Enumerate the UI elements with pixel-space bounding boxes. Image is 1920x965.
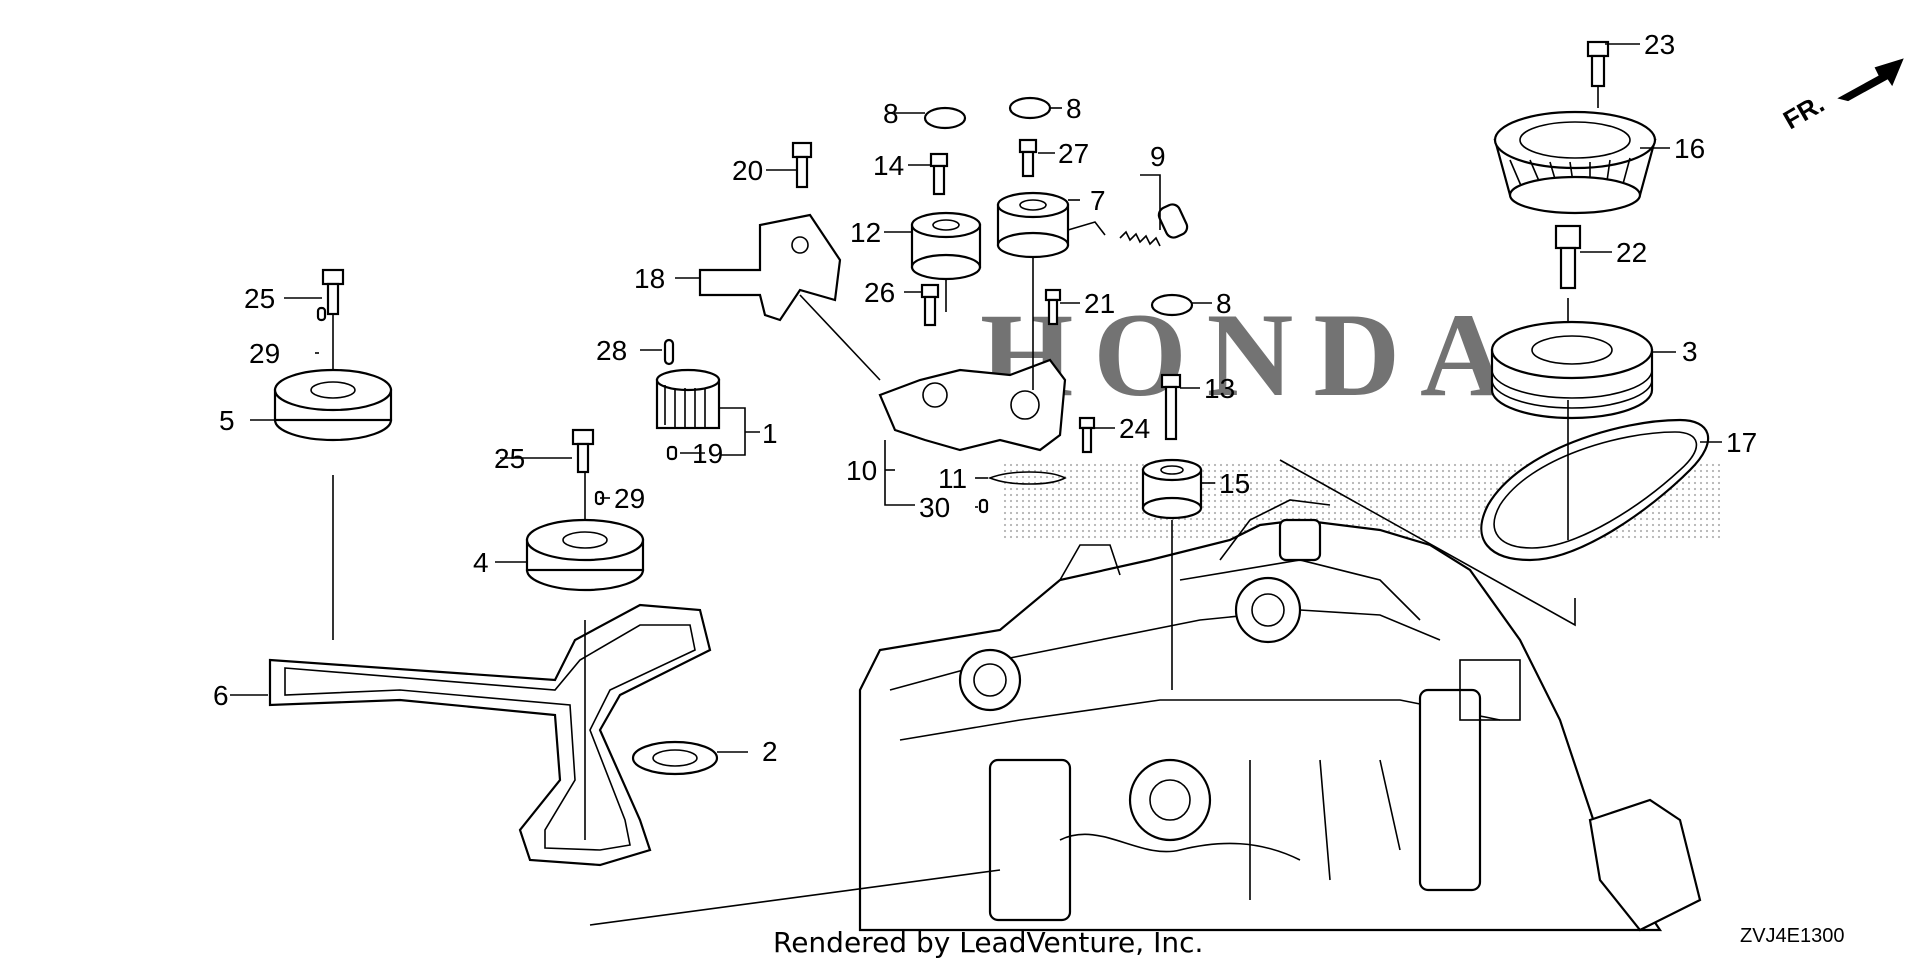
callout-15: 15: [1219, 468, 1250, 499]
callouts: 1 2 3 4 5 6 7 8 8 8 9 10 11 12 13 14 15 …: [213, 29, 1757, 767]
bolt-13: [1160, 373, 1182, 441]
tensioner-housing-10: [878, 358, 1067, 452]
callout-6: 6: [213, 680, 229, 711]
callout-18: 18: [634, 263, 665, 294]
callout-25b: 25: [494, 443, 525, 474]
callout-7: 7: [1090, 185, 1106, 216]
callout-5: 5: [219, 405, 235, 436]
gasket-11: [987, 471, 1067, 485]
tensioner-7: [996, 191, 1106, 259]
grommet-8b: [1008, 96, 1052, 120]
bolt-24: [1078, 416, 1096, 454]
credit-text: Rendered by LeadVenture, Inc.: [773, 926, 1203, 959]
leader-lines: [230, 43, 1722, 926]
bolt-25-lower: [571, 428, 595, 474]
idler-1: [655, 368, 721, 430]
bolts: [316, 40, 1610, 514]
bolt-23: [1586, 40, 1610, 88]
bolt-20: [791, 141, 813, 189]
fan-16: [1493, 110, 1657, 215]
callout-29a: 29: [249, 338, 280, 369]
callout-2: 2: [762, 736, 778, 767]
callout-1: 1: [762, 418, 778, 449]
callout-25a: 25: [244, 283, 275, 314]
callout-27: 27: [1058, 138, 1089, 169]
callout-14: 14: [873, 150, 904, 181]
callout-13: 13: [1204, 373, 1235, 404]
bolt-26: [920, 283, 940, 327]
front-direction-indicator: FR.: [1778, 58, 1904, 135]
bracket-18: [698, 213, 842, 322]
callout-9: 9: [1150, 141, 1166, 172]
bolt-21: [1044, 288, 1062, 326]
callout-17: 17: [1726, 427, 1757, 458]
sprocket-4: [525, 518, 645, 592]
callout-10: 10: [846, 455, 877, 486]
pulley-15: [1141, 458, 1203, 520]
front-direction-label: FR.: [1778, 88, 1829, 135]
pulley-12: [910, 211, 982, 281]
pin-19: [666, 445, 678, 461]
pulley-3: [1490, 320, 1654, 420]
callout-24: 24: [1119, 413, 1150, 444]
callout-28: 28: [596, 335, 627, 366]
pin-28: [663, 338, 675, 366]
timing-belt: [268, 603, 712, 867]
callout-29b: 29: [614, 483, 645, 514]
sprocket-5: [273, 368, 393, 442]
bolt-25-upper: [321, 268, 345, 316]
spring-9: [1119, 203, 1189, 247]
callout-19: 19: [692, 438, 723, 469]
engine-block: [858, 499, 1702, 932]
callout-20: 20: [732, 155, 763, 186]
grommet-8c: [1150, 293, 1194, 317]
pin-30: [978, 498, 989, 514]
callout-12: 12: [850, 217, 881, 248]
callout-8a: 8: [883, 98, 899, 129]
pin-29a: [316, 306, 327, 322]
plate-2: [631, 740, 719, 776]
bolt-14: [929, 152, 949, 196]
callout-22: 22: [1616, 237, 1647, 268]
callout-23: 23: [1644, 29, 1675, 60]
bolt-22: [1554, 224, 1582, 290]
watermark-text: HONDA: [980, 288, 1527, 421]
callout-30: 30: [919, 492, 950, 523]
belt-17: [1480, 418, 1710, 562]
bolt-27: [1018, 138, 1038, 178]
grommet-8a: [923, 106, 967, 130]
callout-3: 3: [1682, 336, 1698, 367]
diagram-code: ZVJ4E1300: [1740, 925, 1845, 947]
callout-16: 16: [1674, 133, 1705, 164]
callout-8c: 8: [1216, 288, 1232, 319]
callout-26: 26: [864, 277, 895, 308]
callout-4: 4: [473, 547, 489, 578]
callout-8b: 8: [1066, 93, 1082, 124]
callout-11: 11: [938, 463, 967, 494]
front-arrow-icon: [1837, 58, 1904, 102]
callout-21: 21: [1084, 288, 1115, 319]
